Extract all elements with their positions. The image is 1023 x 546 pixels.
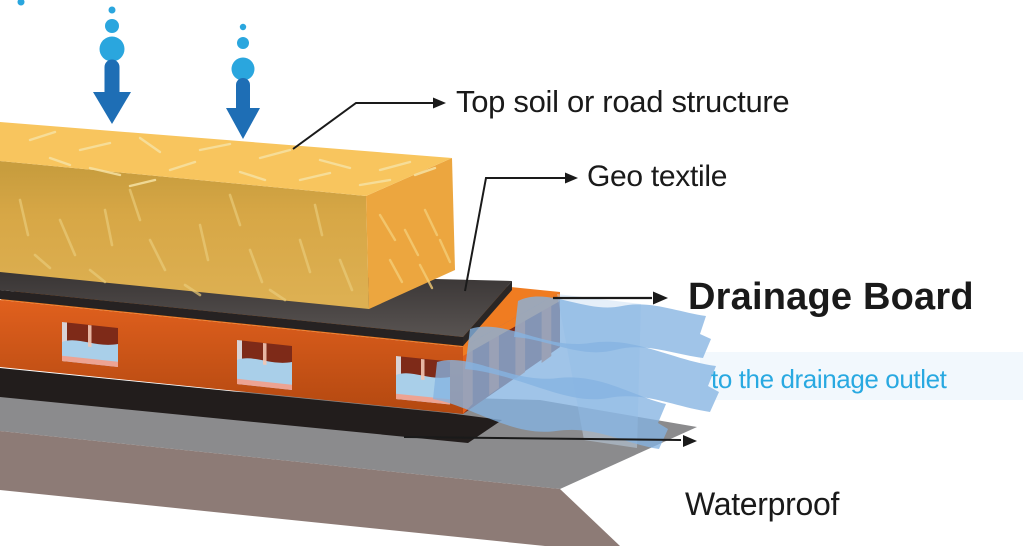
leader-arrowheads: [433, 97, 697, 447]
label-top-soil: Top soil or road structure: [456, 84, 790, 119]
droplet-arrow-group-2: [226, 23, 260, 139]
base-front-face: [0, 431, 620, 546]
top-soil-block: [0, 122, 455, 309]
water-outflow-ribbons: [433, 294, 719, 449]
label-drainage-board: Drainage Board: [688, 276, 974, 318]
water-droplet-icon: [99, 36, 125, 62]
soil-side-texture: [378, 208, 452, 290]
label-waterproof-membrane: Waterproof membrane: [685, 414, 839, 546]
leader-top-soil: [292, 102, 434, 150]
water-ribbon-top: [514, 296, 711, 358]
label-drainage-outlet: to the drainage outlet: [711, 364, 947, 394]
water-droplet-icon: [237, 37, 249, 49]
soil-top-texture: [28, 130, 437, 188]
leader-waterproof: [403, 436, 682, 441]
leader-lines: [292, 102, 682, 441]
geo-textile-front-edge: [0, 290, 463, 346]
rain-infiltration: [17, 0, 260, 139]
down-arrow-head-icon: [93, 92, 131, 124]
waterproof-membrane-layer: [0, 368, 502, 443]
arrowhead-icon: [433, 97, 446, 109]
label-geo-textile: Geo textile: [587, 160, 728, 193]
down-arrow-head-icon: [226, 108, 260, 139]
soil-right-face: [366, 158, 455, 309]
outlet-text-tint: [700, 352, 1023, 400]
water-droplet-icon: [239, 23, 247, 31]
channel-lip: [396, 393, 450, 405]
arrowhead-icon: [565, 172, 578, 184]
water-ribbon-bottom: [433, 360, 668, 449]
channel-rib-highlight: [421, 359, 425, 380]
water-droplet-icon: [17, 0, 25, 6]
droplet-arrow-group-1: [93, 6, 131, 124]
channel-rib-highlight: [263, 343, 267, 365]
channel-rib-highlight: [88, 325, 92, 347]
arrowhead-icon: [653, 291, 668, 305]
board-front-channel-2: [237, 340, 292, 390]
water-ribbon-middle: [465, 326, 719, 412]
label-waterproof-line1: Waterproof: [685, 486, 840, 522]
water-droplet-icon: [108, 6, 116, 14]
water-droplet-icon: [231, 57, 255, 81]
board-front-channel-1: [62, 322, 118, 367]
water-droplet-icon: [105, 19, 119, 33]
channel-lip: [62, 355, 118, 367]
soil-top-face: [0, 122, 452, 196]
soil-front-texture: [18, 188, 354, 302]
channel-lip: [237, 378, 292, 390]
leader-geo-textile: [464, 177, 566, 292]
arrowhead-icon: [683, 435, 697, 447]
